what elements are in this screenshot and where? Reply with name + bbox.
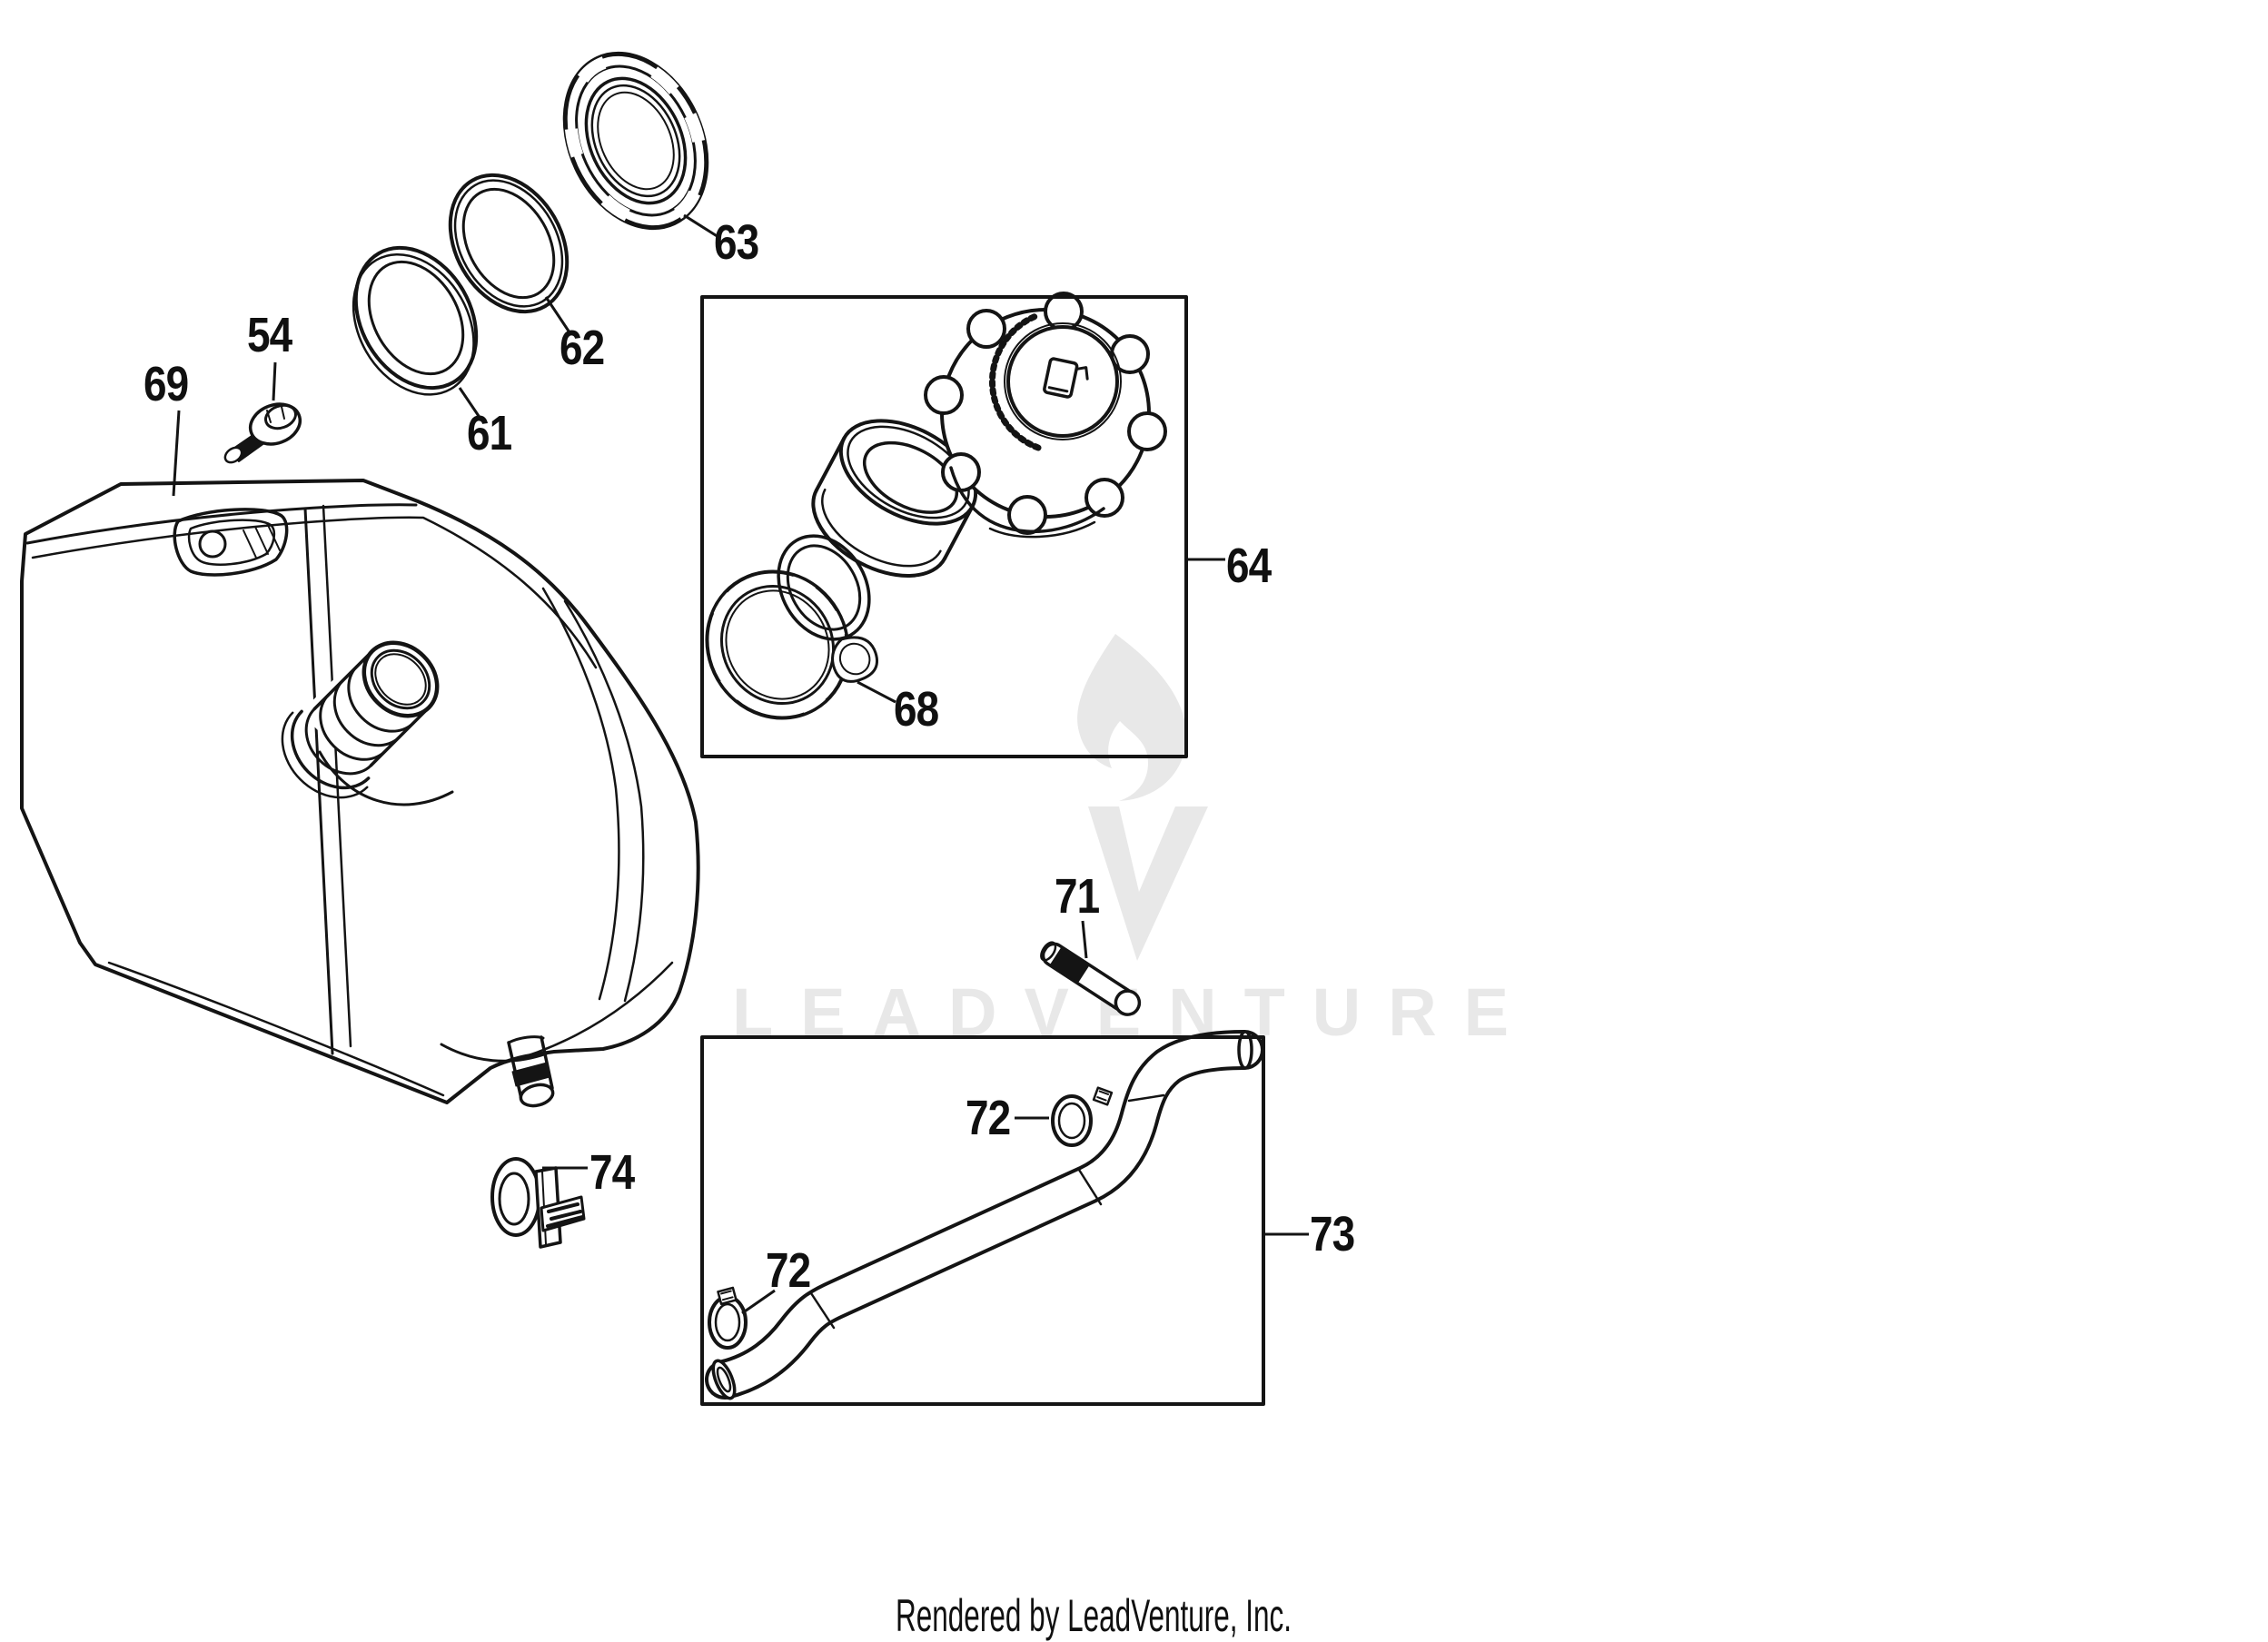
lock-ring-63-drawing [562, 51, 709, 231]
part-label-63: 63 [714, 215, 759, 270]
tank-handle-recess [173, 508, 289, 577]
gasket-ring-drawing [777, 534, 871, 641]
leader-line-61 [458, 387, 482, 420]
leader-line-71 [1081, 920, 1088, 959]
leader-line-68 [857, 680, 896, 704]
part-label-72-left: 72 [766, 1243, 811, 1298]
seal-ring-61-drawing [352, 245, 479, 396]
footer-credit: Rendered by LeadVenture, Inc. [896, 1590, 1292, 1641]
leader-line-63 [683, 213, 719, 239]
fuel-hose-drawing [705, 1030, 1264, 1400]
tank-filler-neck [281, 640, 440, 799]
part-label-71: 71 [1055, 869, 1100, 924]
cap-retainer-drawing [811, 419, 978, 579]
fuel-pump-icon [1043, 357, 1089, 399]
leader-lines [172, 213, 1309, 1315]
seal-ring-62-drawing [448, 173, 569, 314]
tank-outlet-nipple [507, 1035, 555, 1108]
hose-clamp-72-right-drawing [1051, 1086, 1114, 1147]
part-label-64: 64 [1226, 539, 1272, 593]
pin-71-drawing [1040, 941, 1142, 1016]
hose-clamp-72-left-drawing [708, 1286, 748, 1350]
part-label-72-right: 72 [966, 1091, 1011, 1145]
part-label-61: 61 [467, 406, 512, 460]
part-label-69: 69 [144, 357, 189, 411]
fuel-tank-69-drawing [20, 479, 700, 1108]
callout-box-64 [700, 292, 1188, 758]
part-label-54: 54 [247, 308, 292, 362]
part-label-68: 68 [894, 682, 939, 737]
fuel-cap-drawing [924, 292, 1167, 539]
flange-ring-68-drawing [705, 569, 878, 720]
part-label-62: 62 [560, 321, 605, 375]
part-label-73: 73 [1310, 1207, 1355, 1261]
clamp-74-drawing [490, 1157, 586, 1249]
flange-bolt-54-drawing [223, 402, 302, 464]
leader-line-72-left [741, 1289, 776, 1315]
leadventure-logo-watermark-icon [1077, 634, 1208, 961]
callout-box-73 [700, 1030, 1265, 1406]
leader-line-69 [172, 410, 181, 497]
part-label-74: 74 [589, 1145, 635, 1200]
leader-line-62 [544, 296, 571, 333]
leader-line-54 [272, 361, 277, 401]
